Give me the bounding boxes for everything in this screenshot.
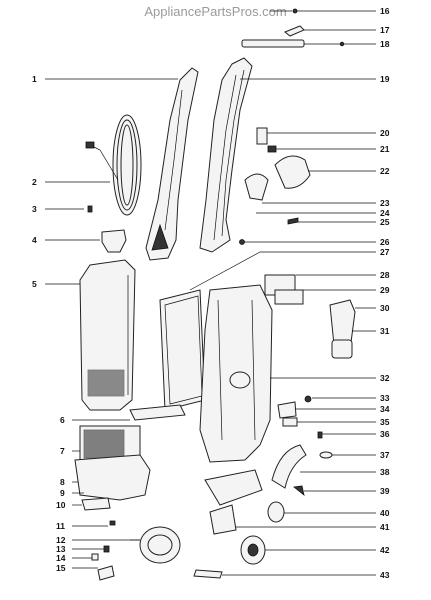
callout-10: 10 [56, 500, 66, 510]
part-8-bag-door [74, 454, 151, 501]
part-3-clip [87, 205, 93, 213]
part-26-fastener [239, 239, 245, 245]
callout-8: 8 [60, 477, 65, 487]
part-38-hose [271, 444, 307, 489]
part-11-button [109, 520, 116, 526]
callout-32: 32 [380, 373, 390, 383]
part-12-motor [130, 526, 181, 564]
watermark-text: AppliancePartsPros.com [144, 4, 287, 19]
leader-lines [45, 10, 376, 576]
part-19-handle-front [199, 57, 253, 253]
callout-25: 25 [380, 217, 390, 227]
part-2-power-cord [85, 114, 142, 216]
callout-37: 37 [380, 450, 390, 460]
callout-43: 43 [380, 570, 390, 580]
part-40-roller [267, 501, 285, 523]
callout-27: 27 [380, 247, 390, 257]
callout-34: 34 [380, 404, 390, 414]
part-1-handle-rear [145, 67, 199, 261]
part-29-switch [274, 289, 304, 305]
part-25-screw [287, 217, 299, 225]
callout-26: 26 [380, 237, 390, 247]
part-16-screw [270, 8, 298, 14]
callout-24: 24 [380, 208, 390, 218]
callout-42: 42 [380, 545, 390, 555]
callout-5: 5 [32, 279, 37, 289]
part-23-bracket [244, 173, 269, 201]
callout-30: 30 [380, 303, 390, 313]
callout-33: 33 [380, 393, 390, 403]
part-32-main-body [199, 284, 273, 463]
part-18-cord-hook-strip [241, 39, 345, 48]
callout-2: 2 [32, 177, 37, 187]
callout-4: 4 [32, 235, 37, 245]
callout-7: 7 [60, 446, 65, 456]
callout-36: 36 [380, 429, 390, 439]
callout-35: 35 [380, 417, 390, 427]
callout-39: 39 [380, 486, 390, 496]
callout-31: 31 [380, 326, 390, 336]
part-13-brush [103, 545, 110, 553]
callout-40: 40 [380, 508, 390, 518]
callout-12: 12 [56, 535, 66, 545]
part-14-brush [91, 553, 99, 561]
callout-22: 22 [380, 166, 390, 176]
part-21-spring [267, 145, 277, 153]
callout-13: 13 [56, 544, 66, 554]
callout-29: 29 [380, 285, 390, 295]
callout-17: 17 [380, 25, 390, 35]
callout-21: 21 [380, 144, 390, 154]
part-15-clip [97, 565, 115, 581]
callout-18: 18 [380, 39, 390, 49]
callout-38: 38 [380, 467, 390, 477]
part-33-screw [304, 395, 312, 403]
callout-3: 3 [32, 204, 37, 214]
part-10-latch [81, 497, 111, 511]
callout-9: 9 [60, 488, 65, 498]
part-43-strip [193, 569, 223, 579]
part-39-clip [293, 485, 305, 497]
part-20-latch [256, 127, 268, 145]
callout-28: 28 [380, 270, 390, 280]
callout-19: 19 [380, 74, 390, 84]
callout-6: 6 [60, 415, 65, 425]
part-34-bushing [277, 401, 297, 419]
part-41-wheel-bracket [209, 504, 237, 535]
callout-23: 23 [380, 198, 390, 208]
callout-20: 20 [380, 128, 390, 138]
callout-11: 11 [56, 521, 65, 531]
part-35-bracket [282, 417, 298, 427]
callout-1: 1 [32, 74, 37, 84]
part-6-filter-plate [129, 404, 186, 421]
part-22-hose-hook [274, 155, 311, 189]
part-37-cap [319, 451, 333, 459]
nozzle-base [204, 469, 263, 506]
callout-41: 41 [380, 522, 390, 532]
part-31-hose-cuff [331, 339, 353, 359]
callout-16: 16 [380, 6, 390, 16]
callout-14: 14 [56, 553, 66, 563]
part-42-wheel [240, 535, 266, 565]
part-4-cord-hook [101, 229, 127, 253]
part-36-spring [317, 431, 323, 439]
callout-15: 15 [56, 563, 66, 573]
part-17-clip [284, 25, 305, 37]
part-5-front-cover [79, 259, 136, 411]
